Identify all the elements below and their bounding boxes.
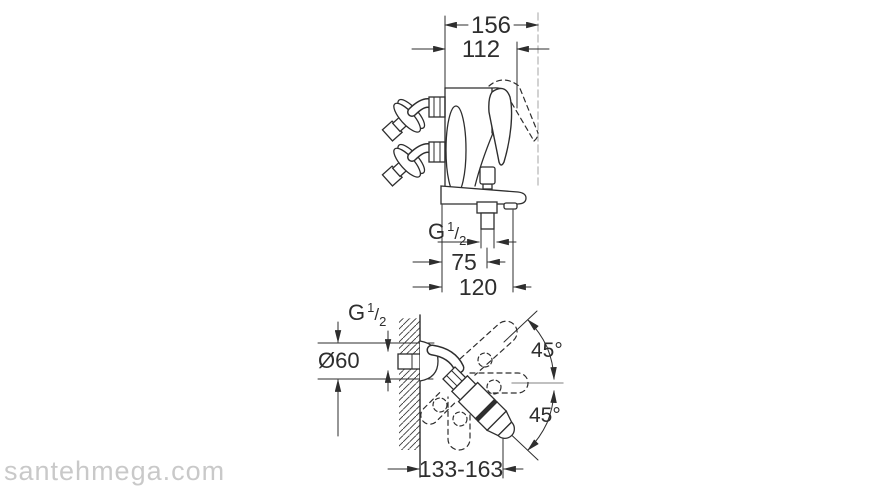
spout	[440, 185, 527, 210]
dim-width-inner: 112	[411, 36, 550, 63]
dim-133-163-label: 133-163	[419, 456, 503, 482]
union-elbow	[397, 340, 465, 382]
dim-112-label: 112	[462, 36, 500, 63]
wall-union-upper	[381, 96, 446, 142]
dim-escutcheon-diameter: Ø60	[317, 321, 435, 437]
dim-45down-label: 45°	[529, 404, 561, 427]
lever-handle	[488, 87, 513, 166]
dim-swivel-down: 45°	[527, 389, 561, 451]
alt-position-up	[459, 320, 518, 376]
dim-75-label: 75	[451, 249, 477, 275]
mixer-end-cap	[497, 421, 516, 440]
spout-outlet	[503, 202, 518, 210]
union-nut	[428, 141, 446, 163]
wall-union-lower	[381, 141, 446, 187]
union-nut	[428, 96, 446, 118]
dim-45up-label: 45°	[531, 339, 563, 362]
alternate-positions-dashed	[420, 320, 529, 451]
dim-d60-label: Ø60	[318, 348, 360, 373]
dim-spout-reach: 120	[412, 209, 532, 300]
front-view: 156 112	[381, 12, 550, 300]
dim-outlet-offset: 75	[412, 204, 506, 293]
dim-156-label: 156	[471, 12, 511, 39]
dim-swivel-up: 45°	[527, 319, 563, 381]
swivel-references	[502, 310, 564, 461]
alt-position-horizontal	[469, 372, 529, 394]
alt-position-down	[447, 396, 471, 451]
dim-120-label: 120	[459, 274, 497, 300]
diverter-knob	[479, 166, 496, 190]
wall-section	[399, 314, 421, 478]
body-front-face	[445, 105, 467, 195]
alt-position-down-left	[420, 389, 456, 425]
dim-width-overall: 156	[443, 12, 540, 39]
site-watermark: santehmega.com	[4, 456, 226, 486]
dim-clearance-range: 133-163	[387, 437, 524, 482]
mixer-body-45	[442, 366, 516, 440]
hose-outlet-nipple	[476, 201, 498, 269]
